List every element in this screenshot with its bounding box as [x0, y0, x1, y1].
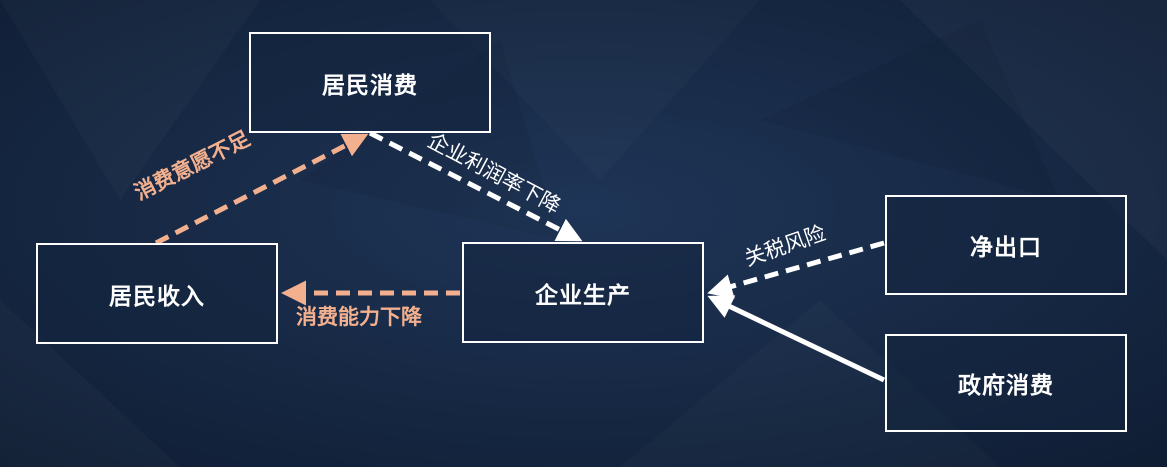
node-household-income-label: 居民收入 — [109, 283, 205, 310]
edge-label-consumption-ability-decline: 消费能力下降 — [296, 305, 422, 329]
node-household-consumption: 居民消费 — [249, 32, 491, 133]
arrow-consumption-to-production — [368, 130, 583, 242]
node-government-consumption-label: 政府消费 — [958, 373, 1054, 399]
node-net-export-label: 净出口 — [970, 235, 1042, 261]
node-enterprise-production: 企业生产 — [462, 242, 704, 343]
arrow-income-to-consumption — [154, 133, 369, 246]
node-net-export: 净出口 — [885, 195, 1127, 295]
node-enterprise-production-label: 企业生产 — [535, 282, 631, 309]
arrow-government-to-production — [707, 295, 886, 383]
arrow-export-to-production — [707, 240, 885, 299]
node-household-income: 居民收入 — [36, 243, 278, 344]
node-government-consumption: 政府消费 — [885, 334, 1127, 432]
node-household-consumption-label: 居民消费 — [322, 72, 418, 99]
